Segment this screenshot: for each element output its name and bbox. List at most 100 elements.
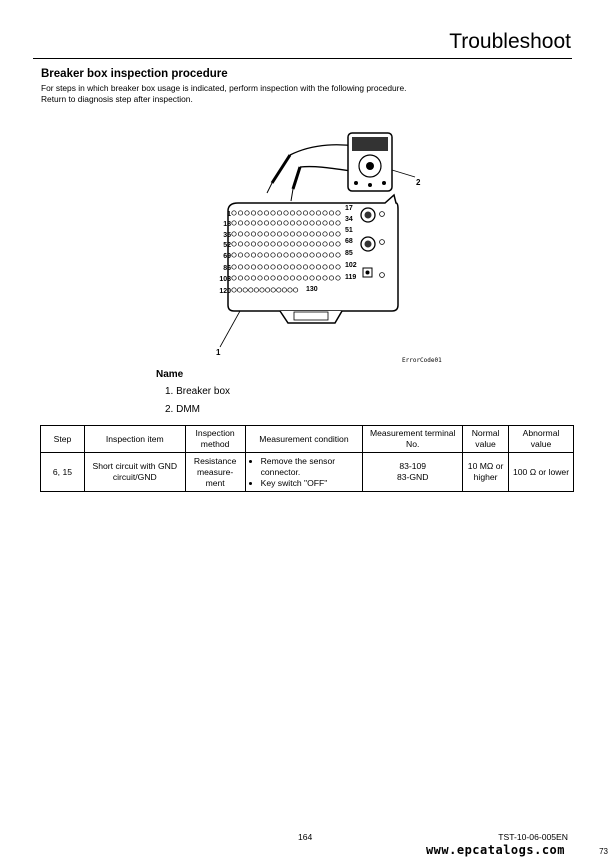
condition-item: Key switch "OFF" bbox=[261, 478, 360, 489]
cell-inspection-method: Resistance measure-ment bbox=[184, 452, 246, 492]
terminal-hole bbox=[328, 252, 335, 258]
condition-item: Remove the sensor connector. bbox=[261, 456, 360, 478]
terminal-hole bbox=[231, 231, 237, 237]
terminal-hole bbox=[270, 252, 276, 258]
terminal-hole bbox=[257, 210, 263, 216]
terminal-hole bbox=[309, 252, 315, 258]
terminal-hole bbox=[270, 287, 276, 293]
cell-measurement-condition: Remove the sensor connector. Key switch … bbox=[244, 452, 364, 492]
terminal-hole bbox=[244, 210, 250, 216]
page-tab-number: 73 bbox=[599, 847, 608, 856]
terminal-hole bbox=[270, 241, 276, 247]
terminal-hole bbox=[231, 287, 237, 293]
terminal-hole bbox=[302, 231, 309, 237]
terminal-hole bbox=[322, 241, 328, 247]
terminal-hole bbox=[244, 241, 250, 247]
terminal-hole bbox=[276, 287, 282, 293]
side-fastener-bot-icon bbox=[379, 272, 385, 278]
terminal-hole bbox=[270, 264, 276, 270]
terminal-hole bbox=[309, 275, 315, 281]
terminal-hole bbox=[315, 231, 322, 237]
terminal-hole bbox=[335, 241, 341, 247]
terminal-hole bbox=[283, 275, 289, 281]
section-title: Breaker box inspection procedure bbox=[41, 68, 228, 80]
terminal-hole bbox=[244, 264, 250, 270]
row-end-51: 51 bbox=[345, 227, 353, 234]
page-number: 164 bbox=[298, 832, 313, 842]
col-header-abnormal-value: Abnormal value bbox=[508, 425, 574, 453]
terminal-hole bbox=[231, 252, 237, 258]
terminal-hole bbox=[231, 275, 237, 281]
terminal-hole bbox=[244, 231, 250, 237]
terminal-hole bbox=[276, 231, 283, 237]
watermark-link[interactable]: www.epcatalogs.com bbox=[425, 843, 565, 857]
terminal-hole bbox=[296, 252, 302, 258]
row-label-120: 120 bbox=[219, 288, 231, 295]
cell-abnormal-value: 100 Ω or lower bbox=[508, 452, 574, 492]
terminal-hole bbox=[328, 264, 335, 270]
terminal-hole bbox=[265, 287, 271, 293]
terminal-hole bbox=[263, 210, 270, 216]
table-header-row: Step Inspection item Inspection method M… bbox=[40, 425, 574, 453]
terminal-hole bbox=[283, 264, 289, 270]
cell-inspection-item: Short circuit with GND circuit/GND bbox=[83, 452, 186, 492]
side-fastener-mid-icon bbox=[379, 239, 385, 245]
col-header-inspection-item: Inspection item bbox=[83, 425, 186, 453]
name-block: Name 1. Breaker box 2. DMM bbox=[156, 369, 230, 422]
diagram-code: ErrorCode01 bbox=[402, 357, 442, 364]
terminal-hole bbox=[250, 231, 257, 237]
row-label-52: 52 bbox=[223, 242, 231, 249]
terminal-hole bbox=[270, 275, 276, 281]
terminal-hole bbox=[283, 252, 289, 258]
terminal-hole bbox=[283, 241, 289, 247]
terminal-hole bbox=[289, 252, 296, 258]
terminal-hole bbox=[263, 252, 270, 258]
intro-line-2: Return to diagnosis step after inspectio… bbox=[41, 94, 193, 104]
terminal-hole bbox=[322, 210, 328, 216]
terminal-hole bbox=[257, 220, 263, 226]
terminal-hole bbox=[335, 220, 341, 226]
inspection-table: Step Inspection item Inspection method M… bbox=[40, 425, 574, 492]
terminal-hole bbox=[289, 210, 296, 216]
terminal-hole bbox=[289, 231, 296, 237]
terminal-hole bbox=[302, 210, 309, 216]
header-title: Troubleshoot bbox=[449, 30, 571, 53]
row-label-69: 69 bbox=[223, 253, 231, 260]
terminal-hole bbox=[335, 252, 341, 258]
terminal-hole bbox=[309, 231, 315, 237]
terminal-hole bbox=[296, 241, 302, 247]
header-rule bbox=[33, 58, 572, 59]
terminal-hole bbox=[237, 231, 244, 237]
terminal-hole bbox=[242, 287, 248, 293]
terminal-hole bbox=[270, 231, 276, 237]
terminal-hole bbox=[231, 220, 237, 226]
intro-text: For steps in which breaker box usage is … bbox=[41, 83, 406, 105]
terminal-hole bbox=[276, 252, 283, 258]
terminal-hole bbox=[315, 220, 322, 226]
terminal-hole bbox=[328, 231, 335, 237]
row-label-1: 1 bbox=[227, 211, 231, 218]
terminal-hole bbox=[296, 220, 302, 226]
terminal-hole bbox=[257, 231, 263, 237]
terminal-hole bbox=[328, 241, 335, 247]
col-header-normal-value: Normal value bbox=[462, 425, 510, 453]
terminal-hole bbox=[289, 275, 296, 281]
terminal-hole bbox=[309, 220, 315, 226]
name-item-dmm: 2. DMM bbox=[165, 404, 200, 415]
terminal-hole bbox=[322, 231, 328, 237]
probe-1-tip bbox=[266, 182, 273, 194]
terminal-hole bbox=[250, 241, 257, 247]
probe-2 bbox=[291, 166, 302, 190]
row-end-85: 85 bbox=[345, 250, 353, 257]
terminal-hole bbox=[276, 210, 283, 216]
col-header-inspection-method: Inspection method bbox=[184, 425, 246, 453]
terminal-hole bbox=[283, 210, 289, 216]
terminal-hole bbox=[276, 264, 283, 270]
terminal-hole bbox=[322, 264, 328, 270]
terminal-hole bbox=[315, 275, 322, 281]
terminal-hole bbox=[302, 220, 309, 226]
row-end-119: 119 bbox=[345, 274, 356, 281]
terminal-hole bbox=[302, 241, 309, 247]
cell-normal-value: 10 MΩ or higher bbox=[462, 452, 510, 492]
terminal-hole bbox=[237, 275, 244, 281]
